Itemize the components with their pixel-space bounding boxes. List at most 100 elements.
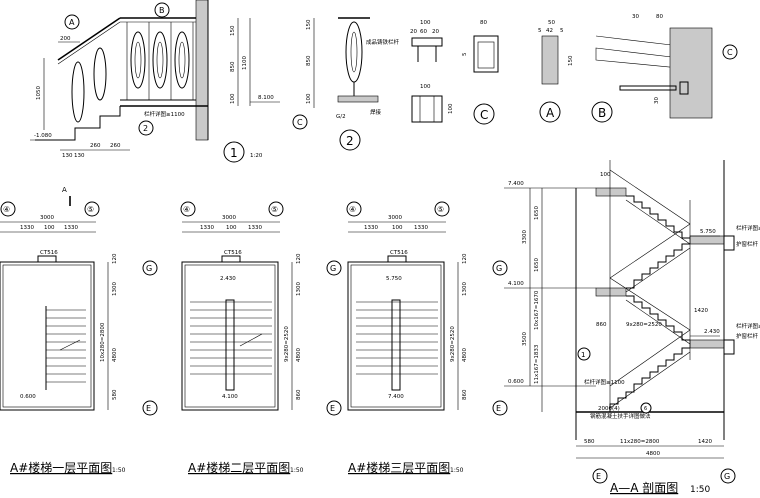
svg-text:A: A — [546, 106, 555, 120]
svg-text:11x280=2800: 11x280=2800 — [620, 439, 660, 445]
svg-text:1420: 1420 — [694, 308, 708, 314]
svg-text:50: 50 — [548, 20, 555, 26]
detail-a: 50 5 42 5 150 A — [538, 20, 574, 123]
svg-text:9x280=2520: 9x280=2520 — [626, 322, 662, 328]
detail-ref-1-bubble — [577, 347, 591, 361]
plan-floor-2: ④ ⑤ 3000 1330 100 1330 CT516 2.430 4.100 — [180, 201, 342, 475]
svg-text:1050: 1050 — [36, 86, 42, 100]
wall-hatch-b — [669, 27, 713, 119]
stair-treads-2 — [190, 301, 272, 375]
svg-text:120: 120 — [112, 253, 118, 264]
svg-text:120: 120 — [462, 253, 468, 264]
svg-text:580: 580 — [112, 389, 118, 400]
svg-text:2: 2 — [346, 134, 354, 148]
wall-hatch — [195, 0, 209, 141]
svg-text:80: 80 — [480, 20, 487, 26]
marker-2-bubble — [138, 120, 154, 136]
svg-text:C: C — [297, 118, 303, 127]
axis-4-bubble — [180, 201, 196, 217]
axis-4-bubble — [0, 201, 16, 217]
svg-text:1100: 1100 — [242, 56, 248, 70]
svg-text:42: 42 — [546, 28, 553, 34]
svg-text:④: ④ — [349, 205, 356, 214]
section-title: A—A 剖面图 — [610, 481, 678, 495]
detail-number-2 — [339, 129, 361, 151]
flight-1 — [609, 347, 690, 412]
svg-text:3000: 3000 — [222, 215, 236, 221]
svg-text:100: 100 — [226, 225, 237, 231]
svg-text:G: G — [724, 472, 730, 481]
svg-text:860: 860 — [462, 389, 468, 400]
svg-text:100: 100 — [600, 172, 611, 178]
svg-text:CT516: CT516 — [390, 250, 408, 256]
svg-text:1:50: 1:50 — [290, 467, 304, 474]
svg-text:1330: 1330 — [200, 225, 214, 231]
svg-text:1:20: 1:20 — [250, 153, 263, 159]
svg-text:8.100: 8.100 — [258, 95, 274, 101]
svg-text:9x280=2520: 9x280=2520 — [284, 326, 290, 362]
axis-5-bubble — [434, 201, 450, 217]
svg-text:130: 130 — [74, 153, 85, 159]
plan-floor-1: ④ ⑤ A 3000 1330 100 1330 CT516 0.600 — [0, 186, 158, 475]
detail-number-a — [539, 101, 561, 123]
detail-number-c — [473, 103, 495, 125]
svg-text:G: G — [496, 264, 502, 273]
svg-text:4800: 4800 — [646, 451, 660, 457]
svg-text:2000(4): 2000(4) — [598, 406, 620, 412]
svg-text:A: A — [62, 186, 67, 194]
svg-text:2: 2 — [143, 124, 148, 133]
svg-text:⑤: ⑤ — [87, 205, 94, 214]
svg-text:4800: 4800 — [462, 348, 468, 362]
svg-text:860: 860 — [596, 322, 607, 328]
svg-text:护窗栏杆: 护窗栏杆 — [736, 332, 759, 340]
svg-text:150: 150 — [306, 19, 312, 30]
svg-text:④: ④ — [3, 205, 10, 214]
svg-text:80: 80 — [656, 14, 663, 20]
svg-text:60: 60 — [420, 29, 427, 35]
detail-c: 100 20 60 20 80 5 100 100 C — [410, 20, 499, 125]
svg-text:G: G — [330, 264, 336, 273]
landing-7400 — [595, 187, 627, 197]
axis-e-bubble — [592, 468, 608, 484]
svg-text:7.400: 7.400 — [508, 181, 524, 187]
svg-text:-1.080: -1.080 — [34, 133, 52, 139]
svg-text:150: 150 — [230, 25, 236, 36]
svg-text:6: 6 — [644, 406, 647, 412]
svg-text:5: 5 — [560, 28, 564, 34]
svg-text:CT516: CT516 — [40, 250, 58, 256]
svg-text:1420: 1420 — [698, 439, 712, 445]
svg-text:580: 580 — [584, 439, 595, 445]
svg-text:⑤: ⑤ — [271, 205, 278, 214]
svg-text:4800: 4800 — [296, 348, 302, 362]
svg-text:⑤: ⑤ — [437, 205, 444, 214]
flight-2a — [626, 295, 690, 341]
svg-text:7.400: 7.400 — [388, 394, 404, 400]
plan-title-2: A#楼梯二层平面图 — [188, 460, 290, 475]
svg-text:20: 20 — [410, 29, 417, 35]
svg-text:3000: 3000 — [40, 215, 54, 221]
detail-2: 150 850 100 成品铸铁栏杆 G/2 焊接 C 2 — [292, 17, 400, 151]
svg-text:260: 260 — [110, 143, 121, 149]
svg-text:E: E — [146, 404, 151, 413]
svg-text:1300: 1300 — [462, 282, 468, 296]
svg-text:护窗栏杆: 护窗栏杆 — [736, 240, 759, 248]
marker-b-bubble — [154, 2, 170, 18]
svg-text:100: 100 — [230, 93, 236, 104]
svg-text:200: 200 — [60, 36, 71, 42]
svg-text:C: C — [727, 48, 733, 57]
cast-iron-baluster — [345, 21, 363, 83]
svg-text:G/2: G/2 — [336, 114, 346, 120]
plan-title-3: A#楼梯三层平面图 — [348, 460, 450, 475]
grid-g-bubble — [326, 260, 342, 276]
detail-number-1 — [223, 141, 245, 163]
svg-text:1330: 1330 — [248, 225, 262, 231]
svg-text:1330: 1330 — [20, 225, 34, 231]
svg-text:100: 100 — [392, 225, 403, 231]
axis-g-bubble — [720, 468, 736, 484]
svg-text:栏杆详图≥1100: 栏杆详图≥1100 — [736, 224, 760, 232]
svg-text:1330: 1330 — [414, 225, 428, 231]
svg-text:B: B — [159, 6, 165, 15]
stair-well-3 — [391, 299, 401, 391]
svg-text:E: E — [496, 404, 501, 413]
